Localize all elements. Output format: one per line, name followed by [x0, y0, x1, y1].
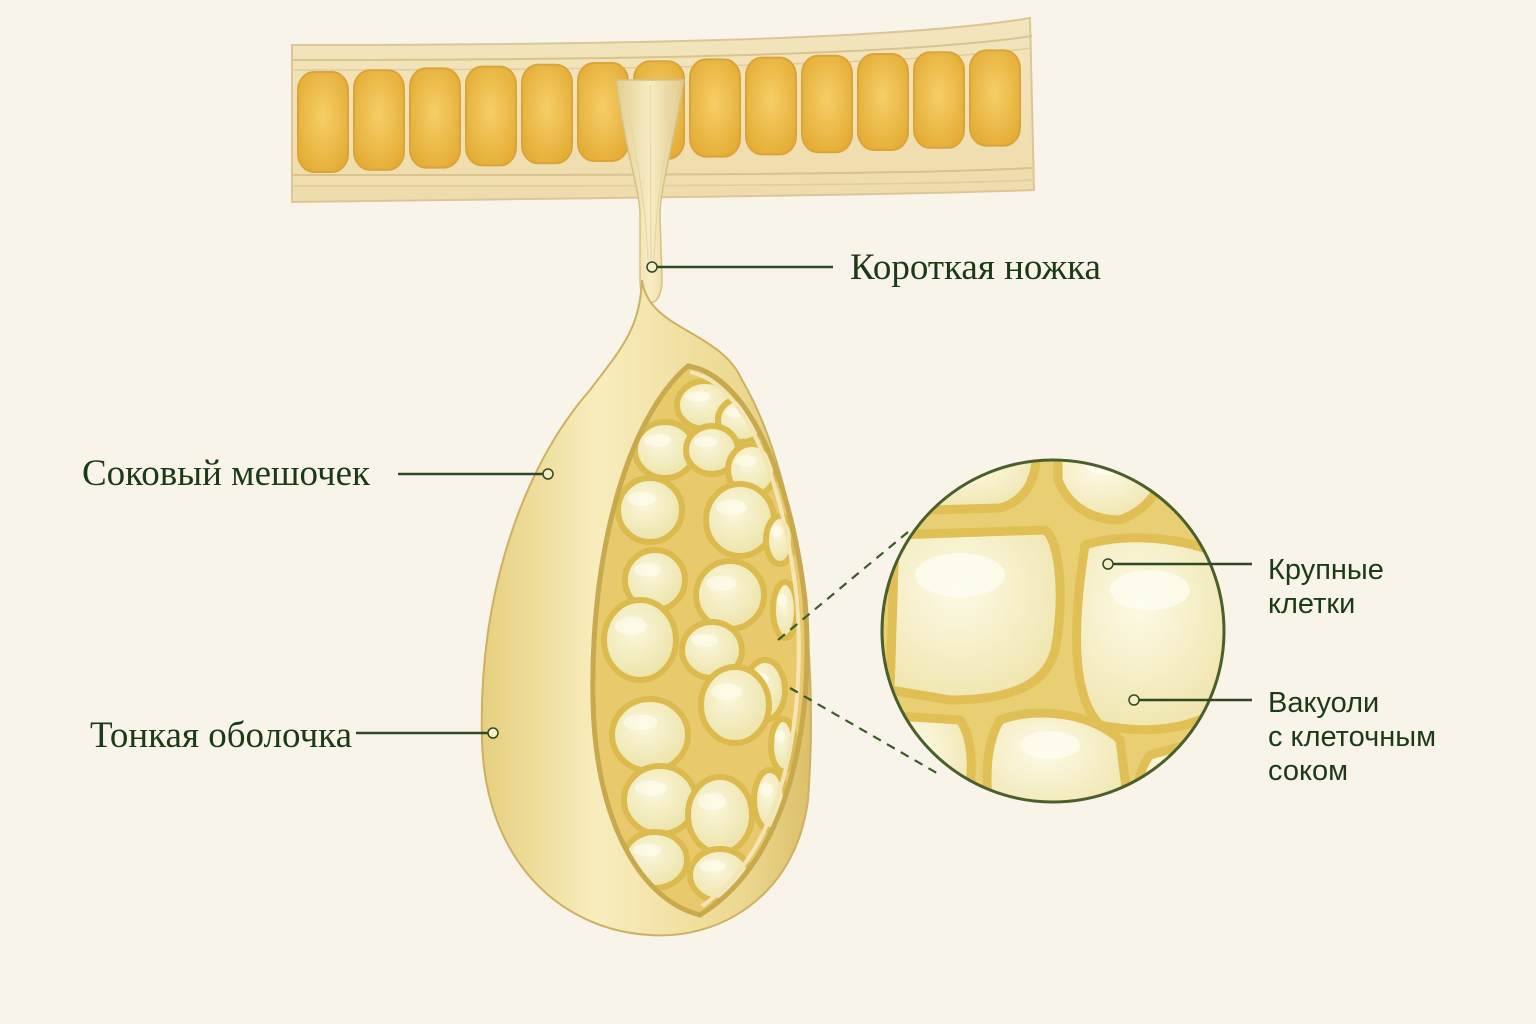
sac-cell-highlight [706, 575, 737, 591]
label-stalk: Короткая ножка [850, 247, 1101, 288]
sac-cell-highlight [614, 617, 648, 635]
vacuole-highlight [915, 553, 1005, 597]
segment-cell [353, 69, 405, 171]
label-juice-sac: Соковый мешочек [82, 453, 371, 494]
sac-cell-highlight [735, 455, 757, 467]
segment-cell [969, 49, 1021, 147]
sac-cell [601, 597, 679, 683]
label-large-cells-line1: Крупные [1268, 554, 1384, 586]
segment-cell [521, 63, 573, 165]
sac-cell-highlight [774, 730, 786, 742]
vacuole-highlight [1020, 731, 1080, 759]
sac-cell-highlight [711, 683, 742, 701]
sac-cell-highlight [716, 499, 747, 516]
sac-cell-highlight [644, 434, 671, 447]
sac-cell-highlight [634, 562, 661, 577]
sac-cell [693, 558, 767, 632]
sac-cell-highlight [699, 860, 726, 872]
sac-cell-highlight [691, 634, 718, 647]
sac-cell-highlight [758, 782, 774, 797]
vacuole-highlight [1110, 570, 1190, 610]
sac-cell-highlight [770, 526, 783, 537]
leader-lines [356, 261, 1252, 739]
sac-cell-highlight [634, 780, 668, 796]
zoom-inset [880, 458, 1226, 804]
label-large-cells-line2: клетки [1268, 588, 1356, 620]
segment-cell [857, 53, 909, 151]
sac-cell-highlight [627, 491, 657, 506]
sac-cell [615, 475, 685, 545]
zoom-cell [882, 710, 976, 802]
segment-cell [465, 65, 517, 167]
stalk [615, 79, 685, 304]
label-vacuoles-line1: Вакуоли [1268, 687, 1380, 719]
label-vacuoles-line3: соком [1268, 755, 1349, 787]
zoom-cell [982, 708, 1135, 802]
segment-cell [745, 56, 797, 156]
sac-cell [609, 696, 691, 774]
label-membrane: Тонкая оболочка [90, 715, 353, 756]
sac-cell-highlight [632, 844, 662, 857]
sac-cell-highlight [693, 436, 718, 447]
segment-cells [297, 49, 1021, 173]
sac-cell [698, 664, 772, 746]
segment-cell [801, 54, 853, 154]
zoom-connectors [777, 531, 943, 777]
segment-cell [689, 58, 741, 158]
sac-cell-highlight [685, 391, 711, 402]
sac-cell-highlight [776, 594, 788, 607]
segment-wall [291, 16, 1036, 204]
sac-cell [685, 774, 755, 856]
label-vacuoles: Вакуоли с клеточным соком [1268, 686, 1436, 788]
juice-sac [480, 279, 812, 937]
segment-cell [913, 51, 965, 149]
segment-cell [409, 67, 461, 169]
zoom-cell [1053, 460, 1169, 525]
sac-cell [621, 763, 699, 837]
label-large-cells: Крупные клетки [1268, 553, 1384, 621]
label-vacuoles-line2: с клеточным [1268, 721, 1437, 753]
sac-cell-highlight [697, 793, 727, 811]
segment-cell [297, 71, 349, 173]
sac-cell-highlight [623, 714, 658, 731]
sac-cell [770, 579, 800, 641]
